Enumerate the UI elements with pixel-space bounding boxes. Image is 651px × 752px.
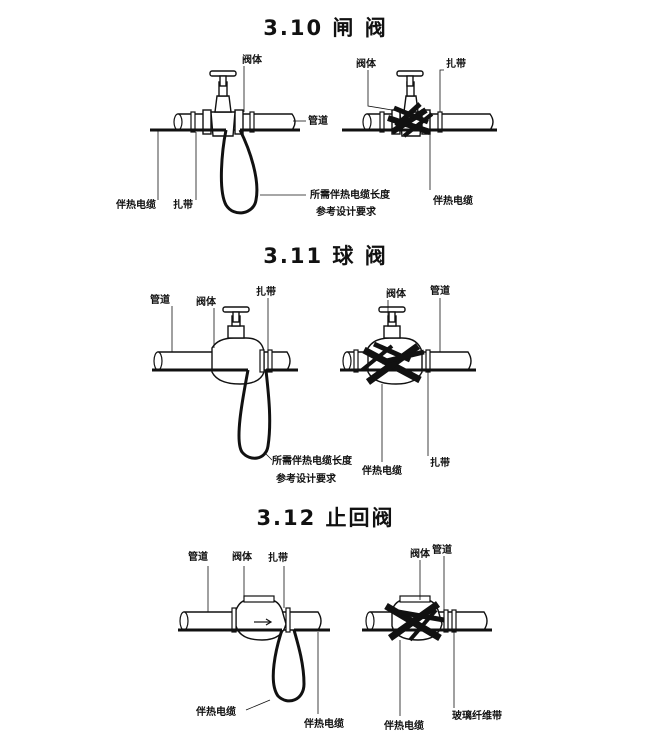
label-valve-body: 阀体: [386, 287, 407, 300]
label-tie: 扎带: [430, 456, 450, 469]
label-note-line1: 所需伴热电缆长度: [272, 454, 353, 467]
label-tie: 扎带: [256, 285, 276, 298]
label-valve-body: 阀体: [232, 550, 253, 563]
label-pipe: 管道: [430, 284, 450, 297]
label-pipe: 管道: [308, 114, 328, 127]
ball-valve-right-diagram: [340, 298, 476, 462]
gate-valve-right-diagram: [342, 69, 497, 190]
label-tie: 扎带: [268, 551, 288, 564]
label-glass-tape: 玻璃纤维带: [452, 709, 502, 722]
label-heat-cable: 伴热电缆: [432, 194, 473, 207]
ball-valve-left-diagram: [152, 298, 298, 461]
section-title-check-valve: 3.12 止回阀: [256, 506, 395, 530]
label-tie: 扎带: [446, 57, 466, 70]
label-note-line1: 所需伴热电缆长度: [310, 188, 391, 201]
label-valve-body: 阀体: [242, 53, 263, 66]
section-title-ball-valve: 3.11 球 阀: [263, 244, 388, 268]
label-heat-cable: 伴热电缆: [303, 717, 344, 730]
gate-valve-left-diagram: [150, 66, 306, 215]
label-pipe: 管道: [432, 543, 452, 556]
label-heat-cable: 伴热电缆: [361, 464, 402, 477]
label-valve-body: 阀体: [410, 547, 431, 560]
heat-cable-loop: [219, 129, 259, 215]
label-heat-cable: 伴热电缆: [383, 719, 424, 732]
label-pipe: 管道: [188, 550, 208, 563]
section-title-gate-valve: 3.10 闸 阀: [263, 16, 388, 40]
label-note-line2: 参考设计要求: [276, 472, 337, 485]
label-tie: 扎带: [173, 198, 193, 211]
tie-strap: [190, 111, 196, 133]
check-valve-right-diagram: [362, 556, 492, 716]
label-heat-cable: 伴热电缆: [195, 705, 236, 718]
valve-body-shape: [235, 599, 287, 641]
label-valve-body: 阀体: [196, 295, 217, 308]
label-note-line2: 参考设计要求: [316, 205, 377, 218]
valve-body-shape: [210, 111, 236, 137]
tie-strap: [249, 111, 255, 133]
label-pipe: 管道: [150, 293, 170, 306]
valve-body-shape: [211, 337, 265, 385]
check-valve-left-diagram: [178, 566, 330, 714]
label-valve-body: 阀体: [356, 57, 377, 70]
label-heat-cable: 伴热电缆: [115, 198, 156, 211]
